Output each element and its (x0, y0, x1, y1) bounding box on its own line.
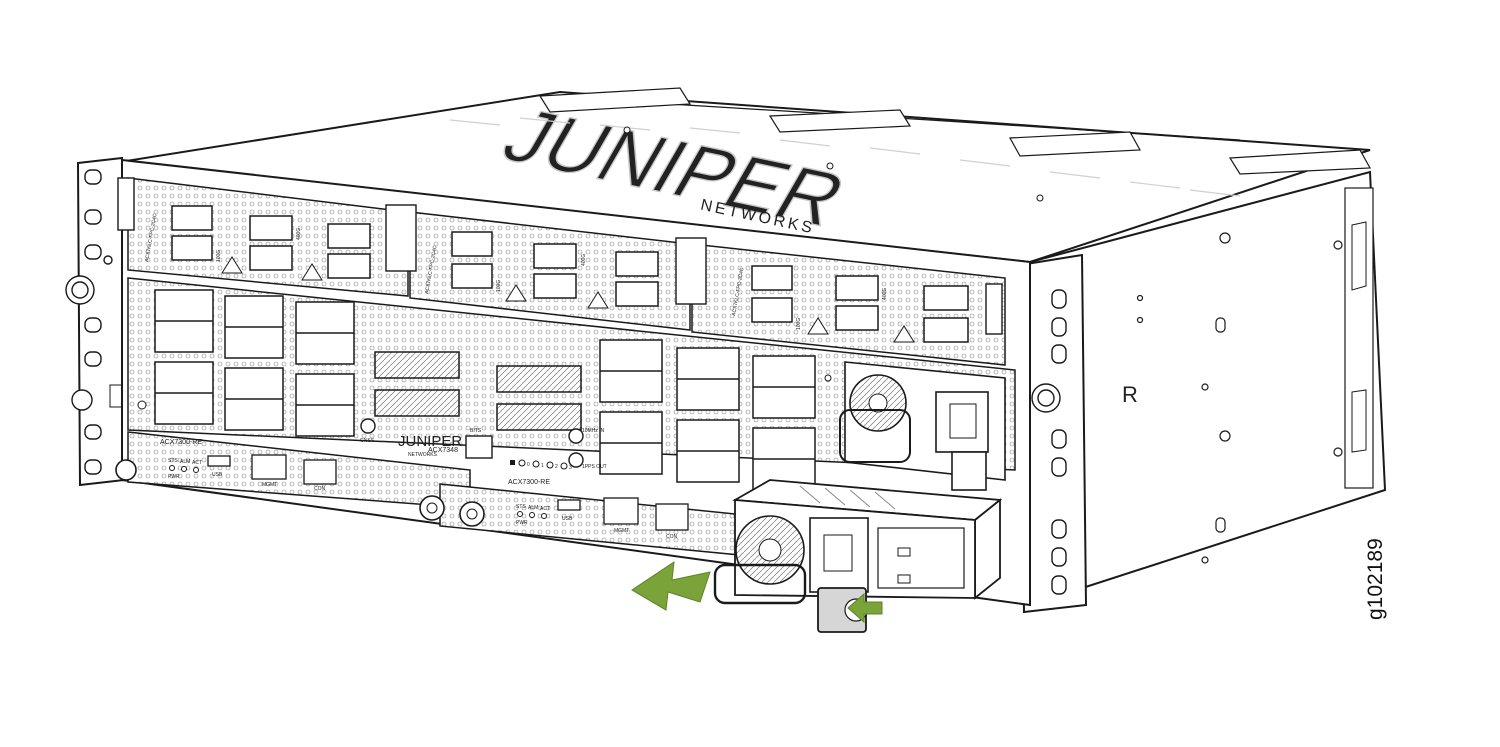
rack-ear-left (65, 156, 126, 487)
psu-removed-handle[interactable] (713, 563, 807, 605)
psu-installed-inlet[interactable] (935, 391, 989, 453)
figure-id: g102189 (1364, 538, 1387, 620)
re2-led-sts: STS (516, 504, 526, 510)
re1-led-pwr: PWR (168, 474, 180, 480)
front-logo-text: JUNIPER (398, 433, 462, 450)
routing-engine-2: ACX7300-RE STS ALM ACT PWR USB MGMT CON (419, 479, 746, 556)
warning-hot-surface-icon (505, 284, 527, 302)
re2-mgmt-label: MGMT (614, 528, 629, 534)
esd-ground-icon (137, 374, 832, 410)
line-card-1-speed-b: 100G (216, 250, 222, 262)
front-logo-subtext: NETWORKS (408, 452, 438, 458)
tenmhz-connector[interactable] (568, 428, 584, 444)
re1-console-port[interactable] (303, 459, 337, 485)
line-card-3-ejector-right[interactable] (985, 283, 1003, 335)
warning-hot-surface-icon (893, 325, 915, 343)
line-card-3-speed-a: 400G (882, 288, 888, 300)
re2-console-label: CON (666, 534, 678, 540)
warning-hot-surface-icon (221, 256, 243, 274)
line-card-2-speed-b: 100G (496, 280, 502, 292)
tenmhz-label: 10MHz IN (582, 428, 605, 434)
psu-installed-latch[interactable] (951, 451, 987, 491)
re1-mgmt-label: MGMT (262, 482, 277, 488)
re1-led-act: ACT (192, 460, 202, 466)
re1-usb-port[interactable] (207, 455, 231, 467)
warning-hot-surface-icon (301, 263, 323, 281)
re1-led-alm: ALM (180, 459, 190, 465)
status-led-1: 1 (541, 463, 544, 469)
line-card-3-speed-b: 100G (796, 318, 802, 330)
re2-led-alm: ALM (528, 505, 538, 511)
status-leds: 0 1 2 3 (510, 459, 572, 471)
psu-being-removed (713, 479, 1003, 633)
re2-label: ACX7300-RE (508, 479, 550, 486)
status-led-2: 2 (555, 464, 558, 470)
re1-leds: STS ALM ACT PWR (168, 458, 202, 480)
removal-arrow-icon (631, 560, 711, 611)
re1-console-label: CON (314, 486, 326, 492)
re1-captive-screw[interactable] (115, 459, 137, 481)
re1-usb-label: USB (212, 472, 223, 478)
re1-mgmt-port[interactable] (251, 454, 287, 480)
re2-usb-port[interactable] (557, 499, 581, 511)
pps-connector[interactable] (568, 452, 584, 468)
re2-led-act: ACT (540, 506, 550, 512)
model-label: ACX7348 (428, 447, 458, 454)
bits-label: BITS (470, 428, 482, 434)
re2-mgmt-port[interactable] (603, 497, 639, 525)
psu-installed (839, 361, 1006, 491)
rack-ear-right (1018, 253, 1088, 614)
gnss-connector[interactable] (360, 418, 376, 434)
warning-hot-surface-icon (587, 291, 609, 309)
chassis-top: JUNIPER NETWORKS (119, 87, 1371, 264)
release-latch-arrow-icon (847, 592, 883, 624)
routing-engine-1: ACX7300-RE STS ALM ACT PWR USB MGMT CON (115, 431, 471, 509)
line-card-1: ACX7KLC-FPC-2C4C 400G 100G (117, 177, 409, 297)
line-card-3-ejector[interactable] (675, 237, 707, 305)
re2-led-pwr: PWR (516, 520, 528, 526)
re2-leds: STS ALM ACT PWR (516, 504, 550, 526)
re2-usb-label: USB (562, 516, 573, 522)
gnss-label: GNSS (360, 438, 375, 444)
status-led-3: 3 (569, 465, 572, 471)
psu-installed-handle[interactable] (839, 409, 911, 463)
line-card-1-speed-a: 400G (296, 228, 302, 240)
line-card-2-ejector[interactable] (385, 204, 417, 272)
line-card-2-speed-a: 400G (581, 254, 587, 266)
chassis-right-side: R (1029, 170, 1387, 607)
fixed-port-panel: JUNIPER NETWORKS ACX7348 BITS GNSS 10MHz… (127, 277, 1016, 491)
rear-mark: R (1122, 382, 1138, 407)
line-card-2: ACX7KLC-FPC-2C4C 400G 100G (385, 204, 691, 331)
bits-port[interactable] (465, 435, 493, 459)
warning-hot-surface-icon (807, 317, 829, 335)
line-card-1-ejector[interactable] (117, 177, 135, 231)
re1-led-sts: STS (168, 458, 178, 464)
status-led-0: 0 (527, 462, 530, 468)
re2-console-port[interactable] (655, 503, 689, 531)
re1-label: ACX7300-RE (160, 439, 202, 446)
line-card-3: ACX7KLC-FPC-2C4C 400G 100G (675, 237, 1006, 366)
pps-label: 1PPS OUT (582, 464, 607, 470)
